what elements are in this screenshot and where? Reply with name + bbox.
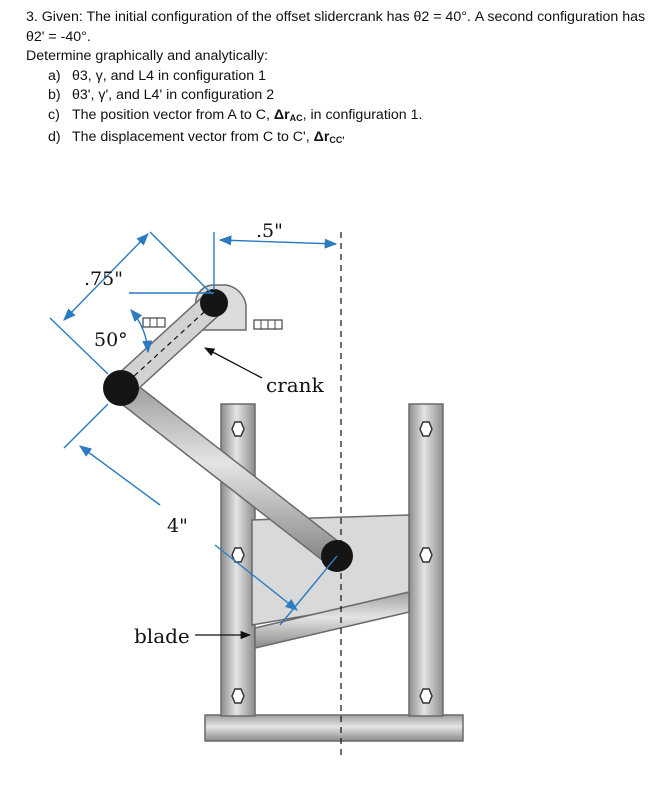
part-text: The position vector from A to C, — [72, 106, 274, 123]
crank-reference-line — [120, 302, 215, 389]
angle-label: 50° — [94, 329, 128, 351]
crank-dimension — [63, 233, 149, 321]
coupler-extension — [63, 403, 109, 449]
hex-bolt-icon — [231, 421, 245, 437]
part-tail: , in configuration 1. — [302, 106, 423, 123]
problem-parts: a) θ3, γ, and L4 in configuration 1 b) θ… — [26, 67, 656, 151]
coupler-link — [108, 375, 350, 569]
crank-pin — [103, 370, 139, 406]
part-c: c) The position vector from A to C, ΔrAC… — [48, 106, 656, 129]
offset-dimension — [218, 235, 338, 249]
crank-extension-2 — [49, 317, 109, 375]
offset-label: .5" — [256, 220, 283, 242]
bracket-base — [253, 319, 283, 330]
crank-pivot-pin — [200, 289, 228, 317]
part-text: θ3', γ', and L4' in configuration 2 — [72, 87, 275, 103]
hex-bolt-icon — [419, 421, 433, 437]
vector-symbol: Δr — [273, 106, 290, 123]
crank-length-label: .75" — [84, 268, 123, 290]
part-text: θ3, γ, and L4 in configuration 1 — [72, 67, 267, 84]
right-rail — [408, 403, 444, 717]
crank-link — [108, 290, 227, 401]
slider-plate — [251, 514, 410, 626]
hex-bolt-icon — [419, 547, 433, 563]
vector-subscript: CC' — [329, 135, 345, 145]
problem-statement: 3. Given: The initial configuration of t… — [26, 8, 656, 151]
coupler-length-label: 4" — [167, 515, 188, 537]
crank-leader — [204, 347, 263, 379]
blade-bar — [254, 591, 410, 649]
part-d: d) The displacement vector from C to C',… — [48, 128, 656, 151]
crank-bracket — [195, 284, 247, 331]
coupler-dimension-a — [78, 445, 161, 506]
slider-pin — [321, 540, 353, 572]
hex-bolt-icon — [231, 688, 245, 704]
vector-subscript: AC — [289, 112, 303, 123]
left-rail — [220, 403, 256, 717]
angle-arc — [130, 309, 153, 354]
part-marker: a) — [48, 67, 61, 84]
part-marker: c) — [48, 106, 60, 123]
base-bar — [204, 714, 464, 742]
crank-label: crank — [266, 373, 325, 397]
hex-bolt-icon — [231, 547, 245, 563]
part-a: a) θ3, γ, and L4 in configuration 1 — [48, 67, 656, 87]
crank-extension-3 — [149, 231, 213, 295]
blade-label: blade — [134, 624, 190, 648]
vector-symbol: Δr — [313, 129, 330, 145]
part-marker: b) — [48, 87, 61, 103]
coupler-extension-2 — [279, 555, 338, 626]
hex-bolt-icon — [419, 688, 433, 704]
part-marker: d) — [48, 129, 61, 145]
problem-intro: 3. Given: The initial configuration of t… — [26, 9, 646, 45]
coupler-dimension-b — [214, 544, 298, 611]
problem-task: Determine graphically and analytically: — [26, 48, 269, 64]
part-text: The displacement vector from C to C', — [72, 129, 314, 145]
part-b: b) θ3', γ', and L4' in configuration 2 — [48, 86, 656, 106]
ground-hatch — [142, 317, 166, 328]
